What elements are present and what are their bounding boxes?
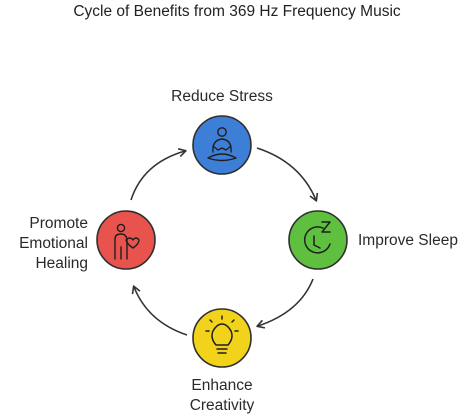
label-line: Emotional [19, 235, 88, 252]
arrow-creativity-to-healing [131, 285, 188, 336]
node-reduce-stress [192, 115, 252, 175]
label-line: Healing [35, 255, 88, 272]
label-line: Promote [29, 215, 88, 232]
sleep-clock-icon [303, 221, 331, 254]
meditation-icon [207, 127, 237, 162]
label-line: Enhance [191, 377, 253, 394]
arrow-healing-to-stress [130, 148, 187, 201]
label-line: Creativity [189, 397, 255, 414]
heart-hand-icon [114, 223, 140, 260]
diagram-title: Cycle of Benefits from 369 Hz Frequency … [73, 3, 401, 20]
arrow-sleep-to-creativity [256, 278, 314, 329]
node-promote-emotional-healing [96, 210, 156, 270]
node-improve-sleep [288, 210, 348, 270]
label-reduce-stress: Reduce Stress [171, 88, 273, 105]
label-enhance-creativity: Enhance Creativity [142, 376, 302, 416]
arrow-stress-to-sleep [256, 147, 319, 202]
node-enhance-creativity [192, 308, 252, 368]
lightbulb-icon [205, 315, 239, 354]
label-improve-sleep: Improve Sleep [358, 232, 458, 249]
label-promote-emotional-healing: Promote Emotional Healing [2, 214, 88, 274]
